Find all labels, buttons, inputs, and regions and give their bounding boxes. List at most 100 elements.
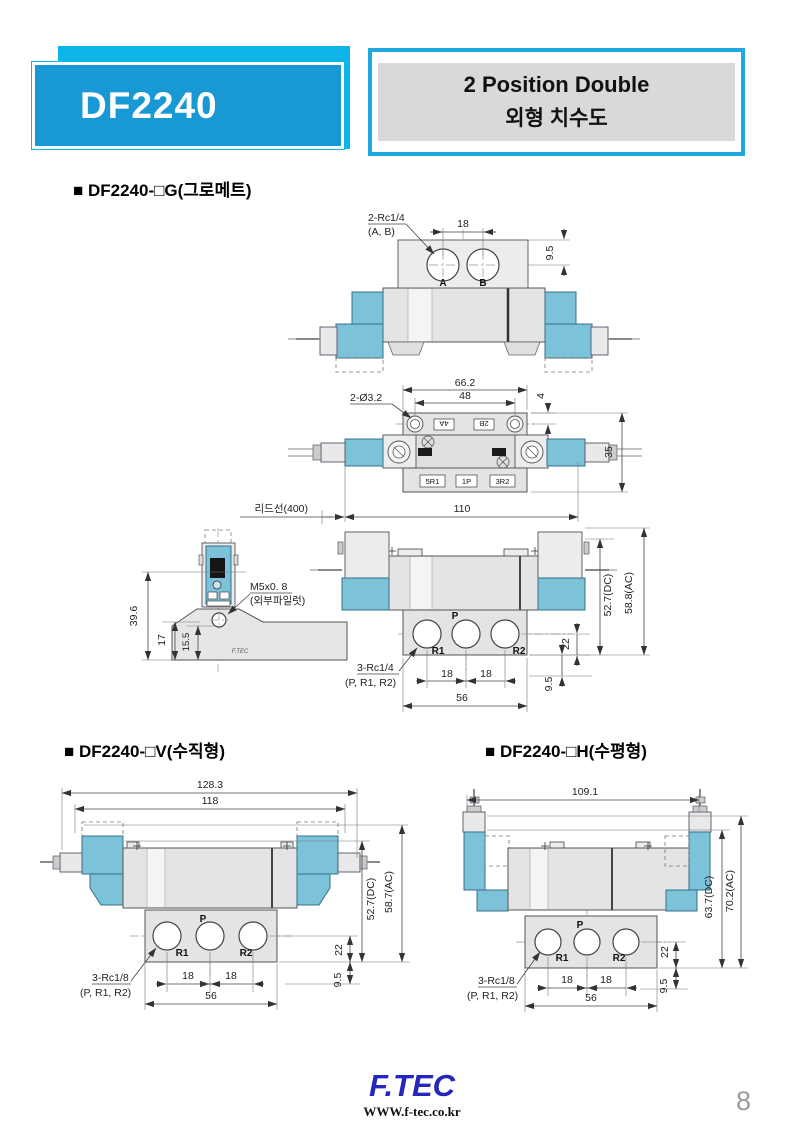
v-dim-18b: 18 <box>225 970 237 982</box>
h-dim-9-5: 9.5 <box>658 979 670 994</box>
title-line1: 2 Position Double <box>463 72 650 97</box>
v-dim-18a: 18 <box>182 970 194 982</box>
g-front-dim-22: 22 <box>560 638 572 650</box>
g-front-port-p-label: P <box>452 611 459 622</box>
g-front-right-solenoid <box>537 577 586 611</box>
h-dim-dc: 63.7(DC) <box>703 876 715 919</box>
g-front-port-r2-label: R2 <box>513 646 526 657</box>
h-port-r2-hole <box>612 928 640 956</box>
v-thread-note2: (P, R1, R2) <box>80 987 131 999</box>
g-plan-right-solenoid <box>546 438 586 467</box>
g-front-dim-56: 56 <box>456 692 468 704</box>
v-dim-9-5: 9.5 <box>332 973 344 988</box>
model-badge: DF2240 <box>32 62 344 149</box>
h-dim-18a: 18 <box>561 974 573 986</box>
title-box: 2 Position Double 외형 치수도 <box>368 48 745 156</box>
h-view: P R1 R2 109.1 63.7(DC) 70.2(AC) 22 9.5 <box>462 786 748 1012</box>
company-url: WWW.f-tec.co.kr <box>363 1104 461 1119</box>
g-front-dim-dc: 52.7(DC) <box>602 574 614 617</box>
vertical-horizontal-dimension-drawing: P R1 R2 128.3 118 52.7(DC) 58.7(AC) 22 9… <box>40 779 748 1012</box>
h-left-solenoid <box>463 831 486 891</box>
mounting-hole-right <box>510 419 520 429</box>
port-r2-hole <box>490 619 520 649</box>
h-thread-note: 3-Rc1/8 <box>478 975 515 987</box>
title-box-inner: 2 Position Double 외형 치수도 <box>378 63 735 141</box>
v-port-p-label: P <box>200 914 207 925</box>
g-plan-dim-110: 110 <box>454 503 471 515</box>
lead-wire-note: 리드선(400) <box>255 503 309 515</box>
g-top-port-block <box>397 239 529 289</box>
g-side-connector <box>210 558 225 578</box>
g-front-dim-18b: 18 <box>480 668 492 680</box>
g-top-thread-note: 2-Rc1/4 <box>368 212 405 224</box>
v-view: P R1 R2 128.3 118 52.7(DC) 58.7(AC) 22 9… <box>40 779 410 1010</box>
v-port-r2-hole <box>238 921 268 951</box>
section-heading-grommet: ■ DF2240-□G(그로메트) <box>73 181 252 200</box>
g-side-dim-17: 17 <box>156 634 168 646</box>
g-front-thread-note2: (P, R1, R2) <box>345 677 396 689</box>
v-dim-22: 22 <box>333 944 345 956</box>
v-dim-56: 56 <box>205 990 217 1002</box>
g-plan-hole-note: 2-Ø3.2 <box>350 392 382 404</box>
v-port-r2-label: R2 <box>240 948 253 959</box>
tag-4a: 4A <box>439 419 448 428</box>
tag-3r2: 3R2 <box>496 477 510 486</box>
h-dim-ac: 70.2(AC) <box>724 870 736 912</box>
g-front-port-r1-label: R1 <box>432 646 445 657</box>
title-line2: 외형 치수도 <box>505 107 608 130</box>
g-plan-left-solenoid <box>344 438 384 467</box>
page-number: 8 <box>736 1086 752 1116</box>
v-dim-128-3: 128.3 <box>197 779 223 791</box>
h-port-r1-label: R1 <box>556 953 569 964</box>
h-port-r1-hole <box>534 928 562 956</box>
g-plan-dim-35: 35 <box>603 446 615 458</box>
g-plan-dim-48: 48 <box>459 390 471 402</box>
v-dim-ac: 58.7(AC) <box>383 871 395 913</box>
h-dim-109-1: 109.1 <box>572 786 598 798</box>
h-port-p-hole <box>573 928 601 956</box>
g-plan-dim-66-2: 66.2 <box>455 377 476 389</box>
h-dim-18b: 18 <box>600 974 612 986</box>
g-front-view: P R1 R2 22 9.5 52.7(DC) 58.8(AC) <box>310 527 650 712</box>
tag-2b: 2B <box>479 419 488 428</box>
mounting-hole-left <box>410 419 420 429</box>
h-thread-note2: (P, R1, R2) <box>467 990 518 1002</box>
g-side-dim-39-6: 39.6 <box>128 606 140 627</box>
h-dim-56: 56 <box>585 992 597 1004</box>
h-dim-22: 22 <box>659 946 671 958</box>
g-top-thread-note2: (A, B) <box>368 226 395 238</box>
v-port-p-hole <box>195 921 225 951</box>
section-heading-vertical: ■ DF2240-□V(수직형) <box>64 742 225 761</box>
port-a-label: A <box>439 278 446 289</box>
v-right-solenoid <box>296 835 339 875</box>
g-front-thread-note: 3-Rc1/4 <box>357 662 394 674</box>
v-left-solenoid <box>81 835 124 875</box>
port-r1-hole <box>412 619 442 649</box>
g-side-view: F.TEC 39.6 17 15.5 M5x0. 8 (외부파일럿) <box>128 528 348 672</box>
port-p-hole <box>451 619 481 649</box>
g-front-dim-ac: 58.8(AC) <box>623 572 635 614</box>
v-thread-note: 3-Rc1/8 <box>92 972 129 984</box>
g-plan-dim-4: 4 <box>535 393 547 399</box>
port-b-label: B <box>479 278 486 289</box>
company-logo: F.TEC <box>368 1068 456 1103</box>
h-port-p-label: P <box>577 920 584 931</box>
body-brand-mark: F.TEC <box>232 649 249 655</box>
g-front-left-solenoid <box>341 577 390 611</box>
g-top-view: A B 18 2-Rc1/4 (A, B) <box>288 212 640 373</box>
tag-1p: 1P <box>462 477 471 486</box>
v-dim-118: 118 <box>202 795 219 807</box>
h-port-r2-label: R2 <box>613 953 626 964</box>
g-plan-view: 4A 2B 5R1 1P 3R2 <box>240 377 642 524</box>
v-port-r1-hole <box>152 921 182 951</box>
g-top-dim-9-5: 9.5 <box>544 246 556 261</box>
pilot-thread-note2: (외부파일럿) <box>250 594 305 607</box>
grommet-dimension-drawing: A B 18 2-Rc1/4 (A, B) <box>128 212 650 712</box>
g-front-dim-9-5: 9.5 <box>543 677 555 692</box>
g-top-dim-18: 18 <box>457 218 469 230</box>
section-heading-horizontal: ■ DF2240-□H(수평형) <box>485 742 647 761</box>
g-front-dim-18a: 18 <box>441 668 453 680</box>
model-name: DF2240 <box>80 84 218 126</box>
v-port-r1-label: R1 <box>176 948 189 959</box>
